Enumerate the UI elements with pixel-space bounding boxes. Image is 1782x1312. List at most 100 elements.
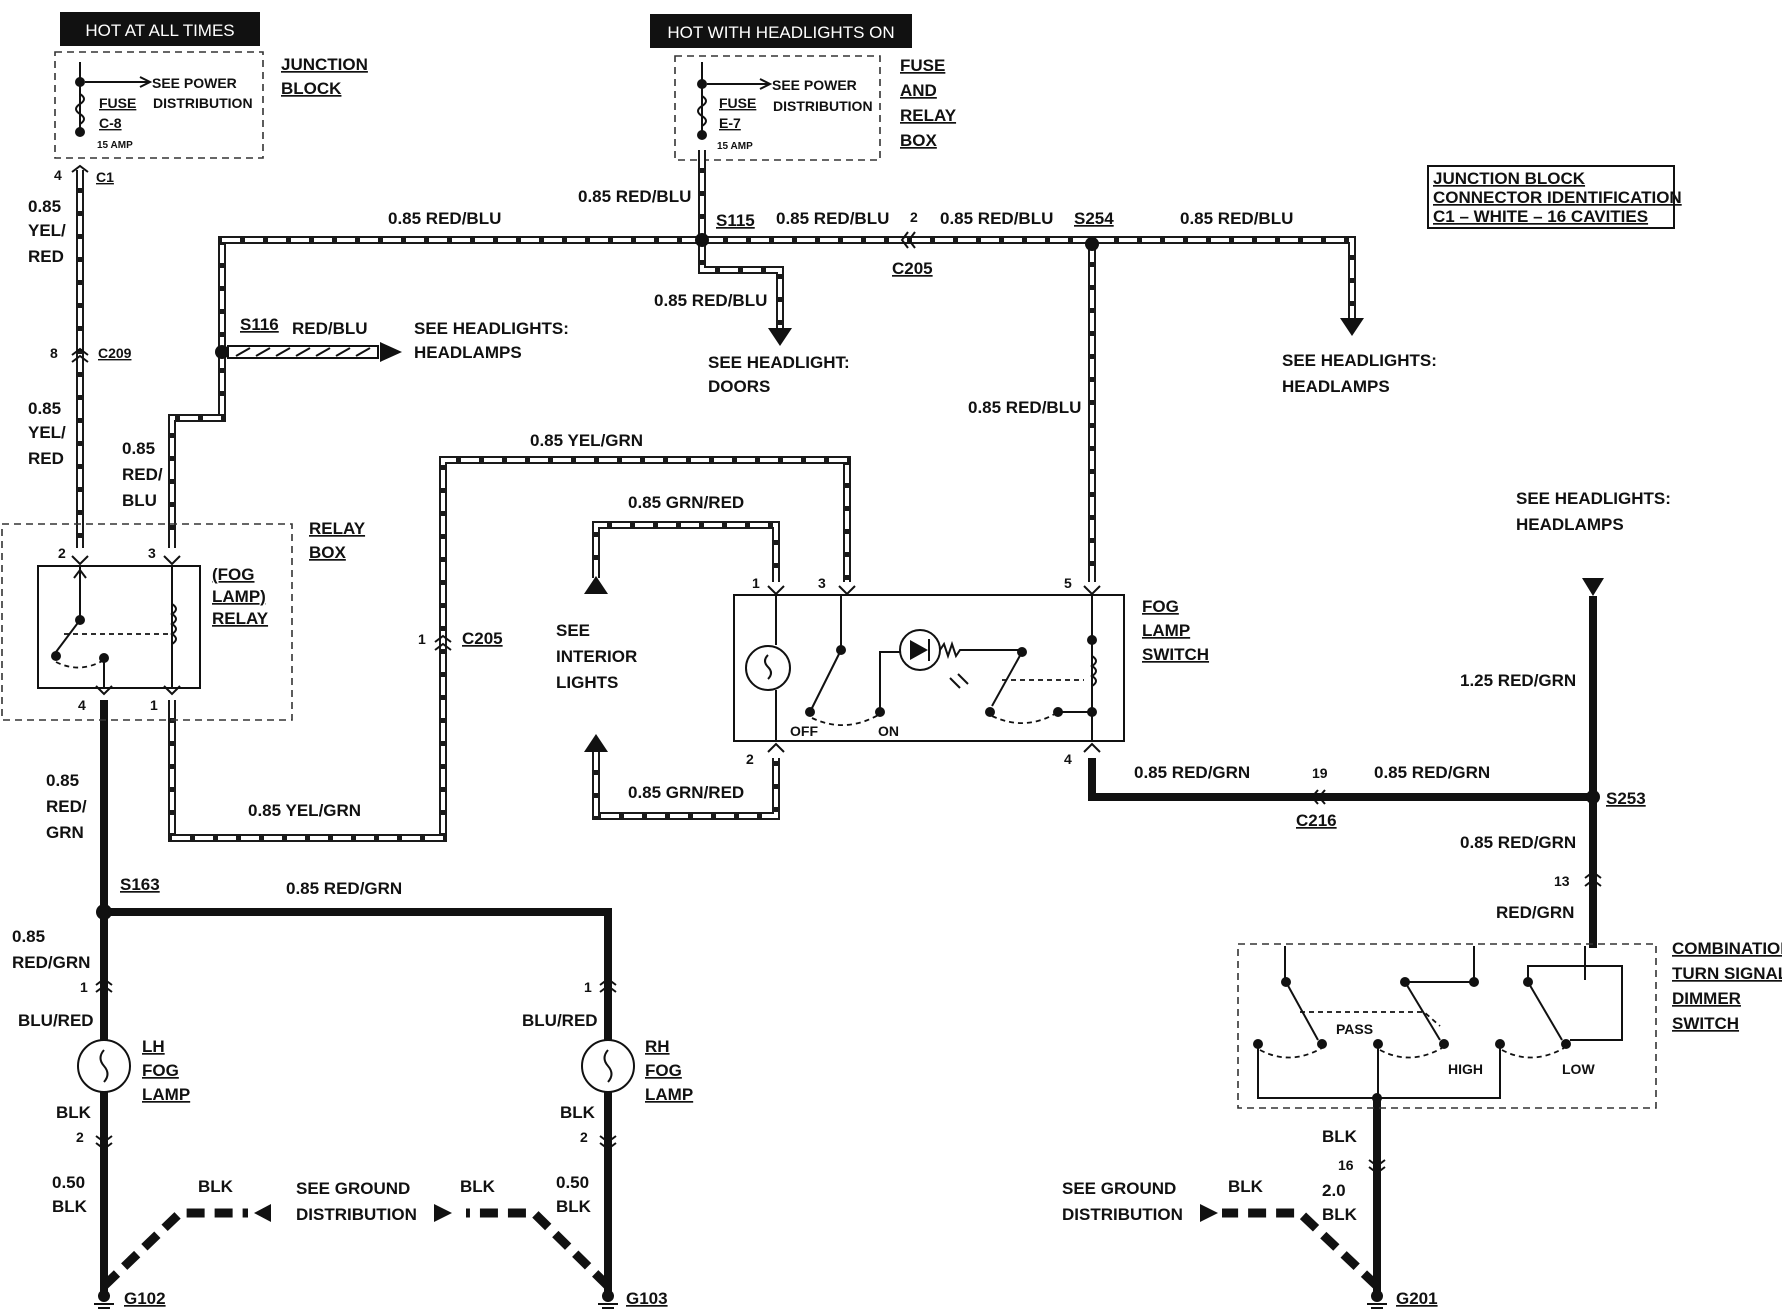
ground-g201: G201	[1396, 1289, 1438, 1308]
conn-c209: C209	[98, 345, 132, 361]
wire-red-grn-switch: 0.85 RED/GRN	[1134, 763, 1250, 782]
ref-doors-l2: DOORS	[708, 377, 770, 396]
ref-ground-l-l2: DISTRIBUTION	[296, 1205, 417, 1224]
fog-lamp-switch: OFF ON FOG LAMP SWITCH 1 3 5 2 4	[733, 575, 1209, 767]
fog-switch-pin-1: 1	[752, 575, 760, 591]
rh-lamp-l1: RH	[645, 1037, 670, 1056]
ref-headlamps-s116-l2: HEADLAMPS	[414, 343, 522, 362]
comb-low: LOW	[1562, 1061, 1595, 1077]
wire-yel-red-2a: 0.85	[28, 399, 61, 418]
relay-box-l2: BOX	[309, 543, 347, 562]
relay-pin-3: 3	[148, 545, 156, 561]
ref-interior-l3: LIGHTS	[556, 673, 618, 692]
frb-fuse-id: E-7	[719, 115, 741, 131]
fog-switch-off: OFF	[790, 723, 818, 739]
wire-yel-red-2c: RED	[28, 449, 64, 468]
jb-pin-4: 4	[54, 167, 62, 183]
rh-lamp-l2: FOG	[645, 1061, 682, 1080]
wire-red-blu-c205: 0.85 RED/BLU	[940, 209, 1053, 228]
wire-red-blu-switch: 0.85 RED/BLU	[968, 398, 1081, 417]
lh-lamp-l1: LH	[142, 1037, 165, 1056]
wire-red-blu-relay-b: RED/	[122, 465, 163, 484]
frb-fuse-label: FUSE	[719, 95, 756, 111]
ref-ground-r-l2: DISTRIBUTION	[1062, 1205, 1183, 1224]
fog-switch-on: ON	[878, 723, 899, 739]
comb-name-l2: TURN SIGNAL/	[1672, 964, 1782, 983]
relay-box-l1: RELAY	[309, 519, 366, 538]
wire-labels: 0.85 YEL/ RED 0.85 YEL/ RED 0.85 RED/BLU…	[12, 187, 1576, 1224]
jb-name-l1: JUNCTION	[281, 55, 368, 74]
jb-fuse-label: FUSE	[99, 95, 136, 111]
wire-red-grn-comb: RED/GRN	[1496, 903, 1574, 922]
comb-name-l1: COMBINATION	[1672, 939, 1782, 958]
fuse-relay-box: SEE POWER DISTRIBUTION FUSE E-7 15 AMP F…	[674, 55, 957, 161]
wire-red-grn-lh-b: RED/GRN	[12, 953, 90, 972]
wire-blk-ground-l: BLK	[198, 1177, 234, 1196]
wire-blu-red-rh: BLU/RED	[522, 1011, 598, 1030]
conn-c216: C216	[1296, 811, 1337, 830]
ref-headlamps-s253-l2: HEADLAMPS	[1516, 515, 1624, 534]
relay-pin-4: 4	[78, 697, 86, 713]
connector-id-l1: JUNCTION BLOCK	[1433, 169, 1586, 188]
fog-switch-pin-3: 3	[818, 575, 826, 591]
frb-name-l4: BOX	[900, 131, 938, 150]
ref-headlamps-right-l1: SEE HEADLIGHTS:	[1282, 351, 1437, 370]
wire-yel-red-1b: YEL/	[28, 221, 66, 240]
header-hot-at-all-times: HOT AT ALL TIMES	[60, 12, 260, 46]
ground-g103: G103	[626, 1289, 668, 1308]
connector-marks	[71, 164, 1602, 1175]
lh-lamp-pin-1: 1	[80, 979, 88, 995]
solid-wires	[100, 596, 1597, 1300]
header-hot-with-headlights: HOT WITH HEADLIGHTS ON	[650, 14, 912, 48]
splice-s253: S253	[1606, 789, 1646, 808]
wire-blk-20a: 2.0	[1322, 1181, 1346, 1200]
conn-comb-pin-13: 13	[1554, 873, 1570, 889]
wire-yel-red-2b: YEL/	[28, 423, 66, 442]
ref-interior-l2: INTERIOR	[556, 647, 637, 666]
jb-fuse-amp: 15 AMP	[97, 140, 133, 151]
relay-name-l2: LAMP)	[212, 587, 266, 606]
comb-pass: PASS	[1336, 1021, 1373, 1037]
wire-red-grn-relay-c: GRN	[46, 823, 84, 842]
fog-switch-name-l3: SWITCH	[1142, 645, 1209, 664]
conn-c205-top-pin: 2	[910, 209, 918, 225]
jb-see-power: SEE POWER	[152, 75, 237, 91]
fog-switch-name-l2: LAMP	[1142, 621, 1190, 640]
frb-fuse-amp: 15 AMP	[717, 141, 753, 152]
comb-name-l3: DIMMER	[1672, 989, 1741, 1008]
wire-grn-red-top: 0.85 GRN/RED	[628, 493, 744, 512]
fog-lamp-relay: (FOG LAMP) RELAY RELAY BOX 2 3 4 1	[1, 519, 366, 721]
fog-switch-name-l1: FOG	[1142, 597, 1179, 616]
jb-name-l2: BLOCK	[281, 79, 342, 98]
splice-points	[96, 233, 1600, 920]
wire-red-grn-125: 1.25 RED/GRN	[1460, 671, 1576, 690]
relay-pin-2: 2	[58, 545, 66, 561]
jb-fuse-id: C-8	[99, 115, 122, 131]
wire-blk-rh: BLK	[560, 1103, 596, 1122]
wire-blk-rh-050b: BLK	[556, 1197, 592, 1216]
wire-blk-g201: BLK	[1228, 1177, 1264, 1196]
wire-red-grn-lh-a: 0.85	[12, 927, 45, 946]
junction-block: SEE POWER DISTRIBUTION FUSE C-8 15 AMP J…	[54, 51, 368, 185]
lh-fog-lamp: LH FOG LAMP 1 2	[76, 979, 190, 1145]
ground-g102: G102	[124, 1289, 166, 1308]
rh-lamp-pin-2: 2	[580, 1129, 588, 1145]
s116-spur	[227, 342, 402, 362]
interior-arrow-up-2	[584, 734, 608, 752]
wire-red-blu-doors: 0.85 RED/BLU	[654, 291, 767, 310]
wire-blk-lh-050a: 0.50	[52, 1173, 85, 1192]
wire-red-blu-top: 0.85 RED/BLU	[388, 209, 501, 228]
relay-name-l3: RELAY	[212, 609, 269, 628]
connector-identification-box: JUNCTION BLOCK CONNECTOR IDENTIFICATION …	[1427, 165, 1682, 229]
splice-s116: S116	[240, 315, 279, 334]
conn-c216-pin: 19	[1312, 765, 1328, 781]
interior-arrow-up	[584, 576, 608, 594]
wire-red-blu-s116: RED/BLU	[292, 319, 368, 338]
comb-high: HIGH	[1448, 1061, 1483, 1077]
lh-lamp-l3: LAMP	[142, 1085, 190, 1104]
header-hot-with-headlights-text: HOT WITH HEADLIGHTS ON	[667, 23, 894, 42]
ref-ground-r-l1: SEE GROUND	[1062, 1179, 1176, 1198]
connector-id-l3: C1 – WHITE – 16 CAVITIES	[1433, 207, 1648, 226]
conn-c205-top: C205	[892, 259, 933, 278]
